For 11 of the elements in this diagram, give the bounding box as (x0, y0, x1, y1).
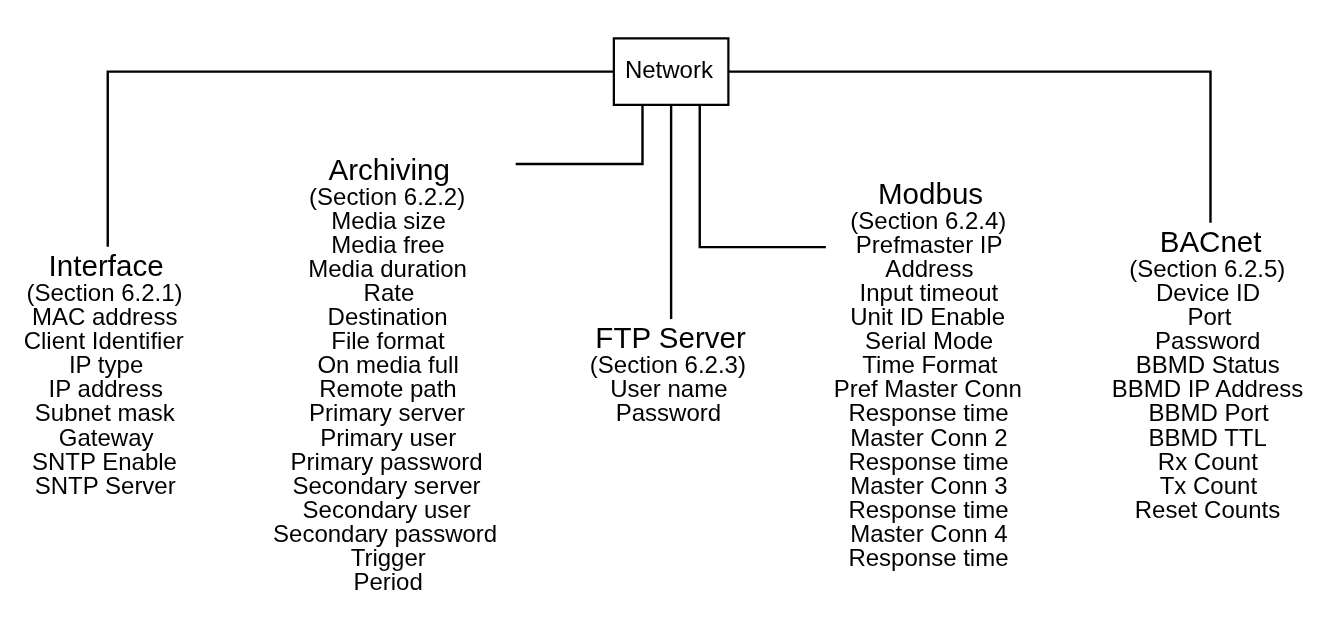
node-text: BACnet (Section 6.2.5) Device ID Port Password BBMD Status BBMD IP Address BBMD Port BBMD TTL Rx Count Tx Count Reset Counts (1111, 224, 1304, 523)
node-text: Interface (Section 6.2.1) MAC address Client Identifier IP type IP address Subnet mask Gateway SNTP Enable SNTP Server (23, 248, 184, 499)
connector (698, 105, 826, 248)
node-box: Network (612, 36, 730, 106)
node-text: Modbus (Section 6.2.4) Prefmaster IP Address Input timeout Unit ID Enable Serial Mode Time Format Pref Master Conn Response time Master Conn 2 Response time Master Conn 3 Response time Master Conn 4 Response time (833, 176, 1022, 571)
connector (515, 104, 644, 165)
connector (728, 69, 1212, 223)
connector (106, 69, 614, 247)
connector (669, 104, 673, 319)
node-text: FTP Server (Section 6.2.3) User name Password (589, 320, 746, 426)
node-text: Archiving (Section 6.2.2) Media size Media free Media duration Rate Destination File format On media full Remote path Primary server Primary user Primary password Secondary server Secondary user Secondary password Trigger Period (273, 152, 498, 595)
